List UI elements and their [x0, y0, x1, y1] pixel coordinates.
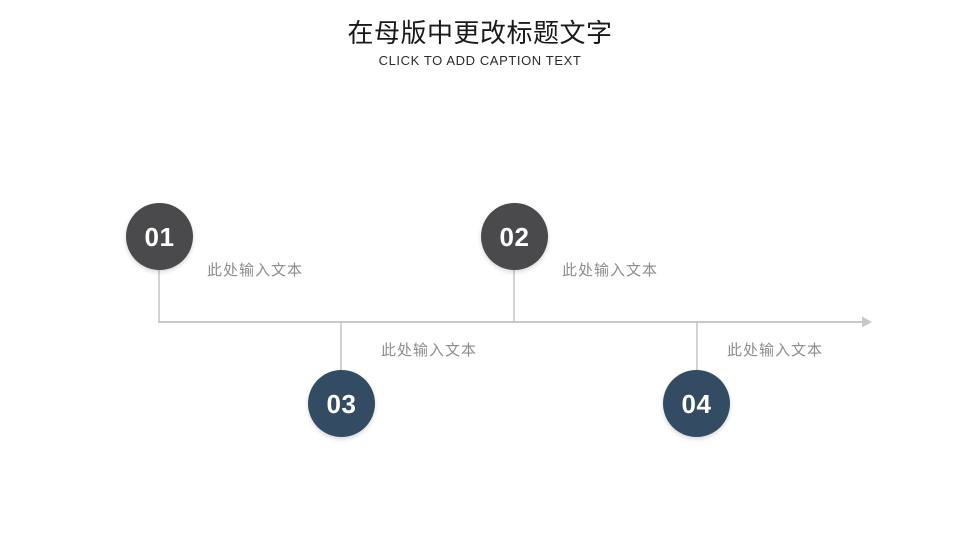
page-subtitle: CLICK TO ADD CAPTION TEXT — [378, 53, 582, 68]
timeline-caption-01[interactable]: 此处输入文本 — [207, 261, 304, 279]
timeline-caption-02[interactable]: 此处输入文本 — [562, 261, 659, 279]
timeline-node-number-03: 03 — [326, 388, 357, 419]
page-title: 在母版中更改标题文字 — [347, 19, 613, 49]
timeline-node-03[interactable]: 03 — [308, 370, 375, 437]
timeline-caption-03[interactable]: 此处输入文本 — [381, 341, 478, 359]
timeline-node-01[interactable]: 01 — [126, 203, 193, 270]
timeline-node-number-01: 01 — [144, 221, 175, 252]
slide-header: 在母版中更改标题文字 CLICK TO ADD CAPTION TEXT — [0, 18, 960, 69]
timeline-arrow-head-icon — [862, 316, 872, 328]
timeline-node-04[interactable]: 04 — [663, 370, 730, 437]
timeline-node-02[interactable]: 02 — [481, 203, 548, 270]
timeline-node-number-04: 04 — [681, 388, 712, 419]
timeline-node-number-02: 02 — [499, 221, 530, 252]
timeline-caption-04[interactable]: 此处输入文本 — [727, 341, 824, 359]
